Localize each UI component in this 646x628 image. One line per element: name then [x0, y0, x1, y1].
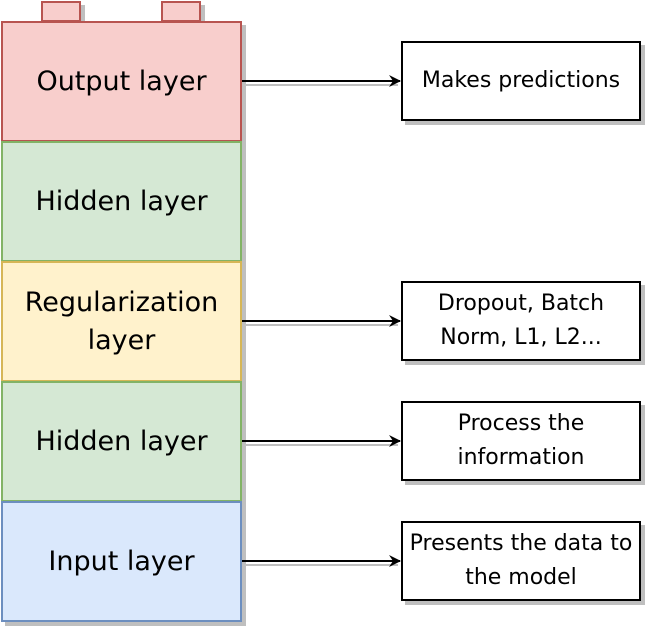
hidden-layer-bottom-block: Hidden layer: [1, 381, 242, 502]
output-layer-block: Output layer: [1, 21, 242, 142]
hidden-layer-bottom-label: Hidden layer: [35, 425, 208, 457]
note-output: Makes predictions: [401, 41, 641, 121]
note-output-text: Makes predictions: [421, 68, 621, 93]
hidden-layer-top-label: Hidden layer: [35, 185, 208, 217]
note-regularization: Dropout, Batch Norm, L1, L2...: [401, 281, 641, 361]
note-input-text: Presents the data to the model: [409, 531, 633, 590]
note-hidden: Process the information: [401, 401, 641, 481]
regularization-layer-label: Regularization layer: [24, 286, 219, 356]
note-input: Presents the data to the model: [401, 521, 641, 601]
note-hidden-text: Process the information: [457, 411, 585, 470]
input-layer-block: Input layer: [1, 501, 242, 622]
hidden-layer-top-block: Hidden layer: [1, 141, 242, 262]
note-regularization-text: Dropout, Batch Norm, L1, L2...: [437, 291, 605, 350]
output-layer-label: Output layer: [36, 65, 207, 97]
input-layer-label: Input layer: [48, 545, 195, 577]
